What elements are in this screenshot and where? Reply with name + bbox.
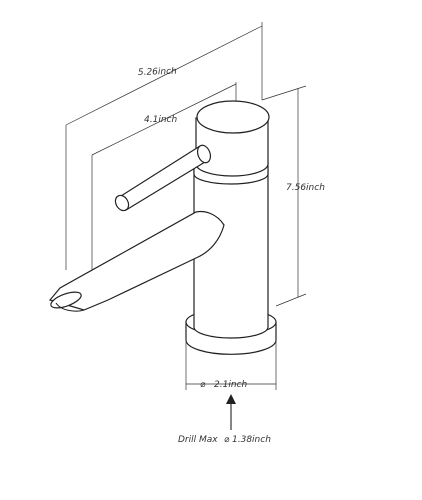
faucet-spout bbox=[48, 210, 225, 311]
height-extension-top bbox=[261, 85, 307, 101]
handle-lever bbox=[120, 145, 206, 211]
handle-top bbox=[196, 100, 270, 134]
dimension-base-diameter: ⌀ 2.1inch bbox=[185, 340, 277, 390]
dimension-drill-max: Drill Max ⌀ 1.38inch bbox=[178, 394, 271, 445]
faucet bbox=[48, 100, 277, 355]
height-extension-bottom bbox=[275, 293, 307, 307]
drill-symbol: ⌀ bbox=[224, 435, 230, 445]
dimension-overall-depth: 5.26inch bbox=[65, 22, 263, 270]
reach-dimension-line bbox=[91, 83, 237, 156]
drill-label: Drill Max bbox=[178, 435, 218, 445]
drill-value: 1.38inch bbox=[232, 435, 271, 445]
handle-body bbox=[195, 117, 269, 177]
spout-tip-opening bbox=[55, 302, 85, 312]
handle-lever-root bbox=[196, 144, 212, 164]
diameter-label: 2.1inch bbox=[214, 380, 247, 390]
drill-arrow-head bbox=[226, 394, 236, 404]
faucet-column bbox=[193, 169, 269, 339]
depth-label: 5.26inch bbox=[138, 67, 178, 78]
dimension-height: 7.56inch bbox=[261, 85, 325, 307]
handle-lever-end bbox=[114, 194, 130, 212]
diameter-symbol: ⌀ bbox=[200, 380, 206, 390]
spout-tip bbox=[50, 291, 82, 309]
depth-dimension-line bbox=[65, 25, 263, 126]
height-label: 7.56inch bbox=[286, 183, 325, 193]
reach-label: 4.1inch bbox=[144, 115, 177, 125]
